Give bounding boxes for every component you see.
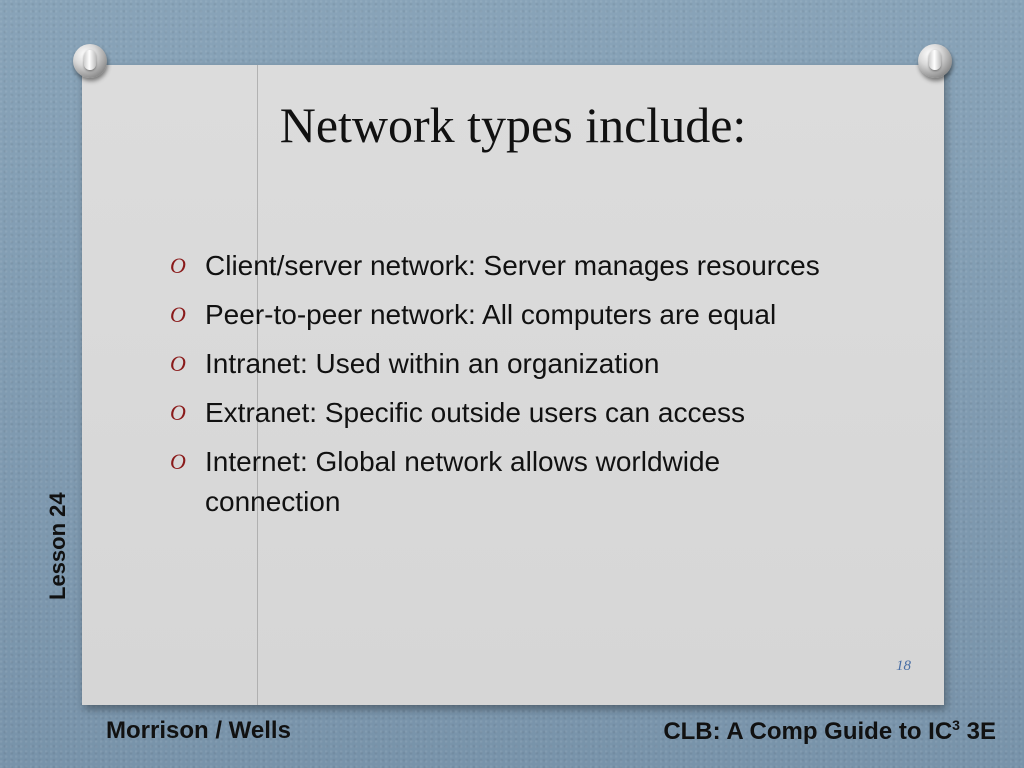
bullet-text: Intranet: Used within an organization	[205, 348, 660, 379]
bullet-marker-icon: O	[170, 449, 186, 474]
bullet-text: Internet: Global network allows worldwid…	[205, 446, 721, 517]
page-number: 18	[896, 658, 911, 674]
list-item: O Extranet: Specific outside users can a…	[170, 393, 850, 433]
pushpin-icon	[73, 44, 107, 78]
footer-title-edition: 3E	[959, 718, 996, 745]
footer-title-main: CLB: A Comp Guide to IC	[663, 718, 953, 745]
bullet-marker-icon: O	[170, 400, 186, 425]
list-item: O Peer-to-peer network: All computers ar…	[170, 295, 850, 335]
card-margin-line	[257, 65, 258, 705]
slide-card	[82, 65, 944, 705]
bullet-list: O Client/server network: Server manages …	[170, 246, 850, 531]
pushpin-icon	[918, 44, 952, 78]
bullet-marker-icon: O	[170, 253, 186, 278]
footer-authors: Morrison / Wells	[106, 717, 291, 744]
bullet-marker-icon: O	[170, 351, 186, 376]
footer-title-superscript: 3	[952, 717, 960, 733]
list-item: O Client/server network: Server manages …	[170, 246, 850, 286]
bullet-marker-icon: O	[170, 302, 186, 327]
bullet-text: Extranet: Specific outside users can acc…	[205, 397, 746, 428]
bullet-text: Client/server network: Server manages re…	[205, 250, 820, 281]
bullet-text: Peer-to-peer network: All computers are …	[205, 299, 777, 330]
slide-title: Network types include:	[279, 97, 747, 153]
lesson-label: Lesson 24	[45, 492, 70, 600]
list-item: O Intranet: Used within an organization	[170, 344, 850, 384]
footer-book-title: CLB: A Comp Guide to IC3 3E	[663, 717, 996, 746]
list-item: O Internet: Global network allows worldw…	[170, 442, 850, 522]
